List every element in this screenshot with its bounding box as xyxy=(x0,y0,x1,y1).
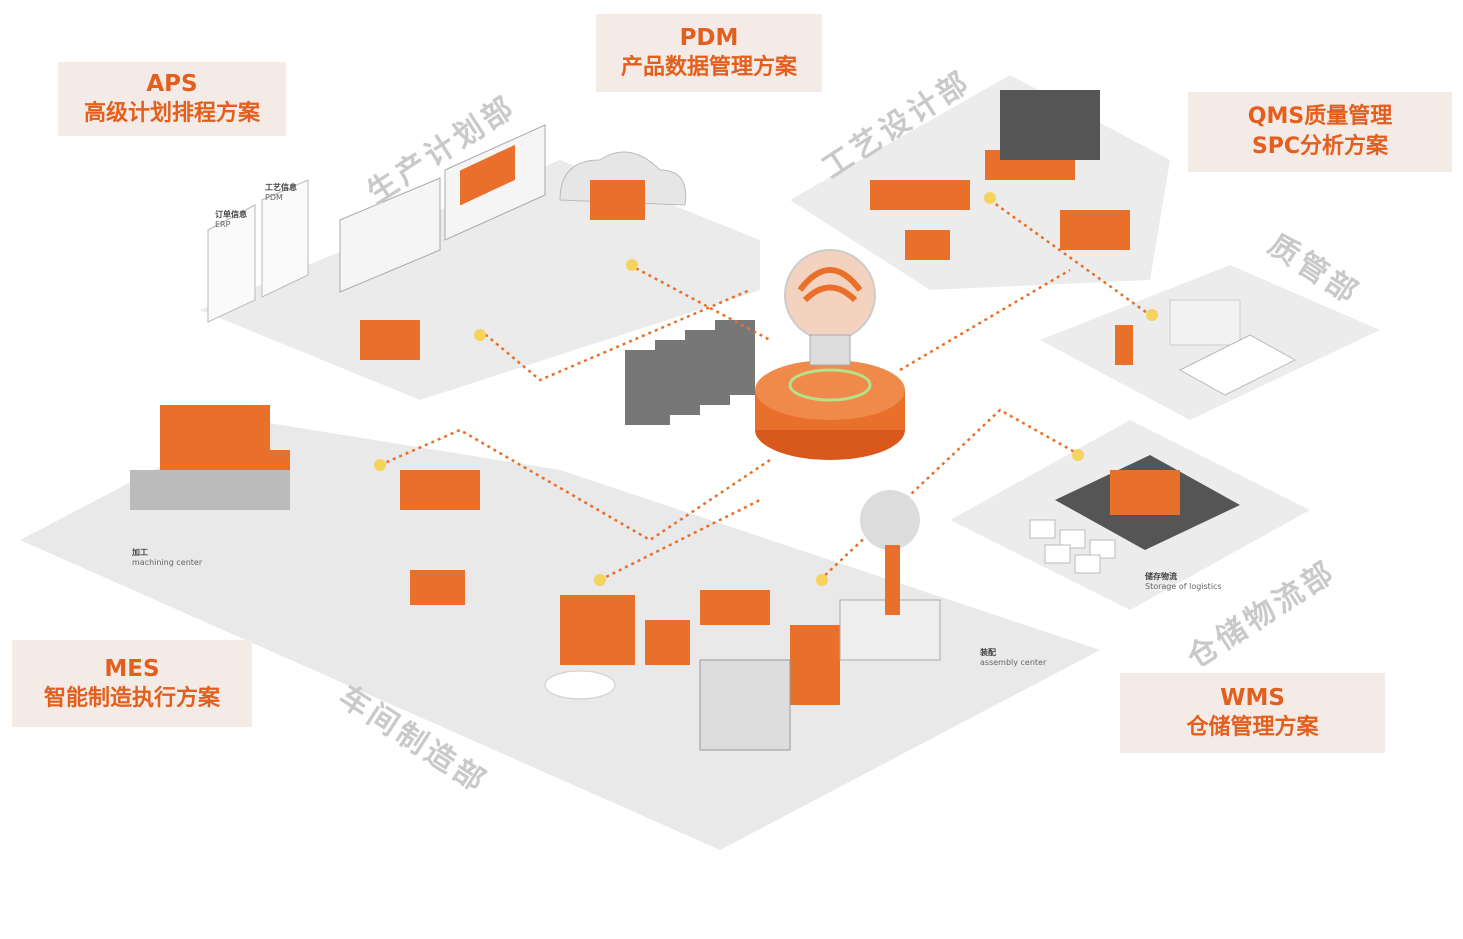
label-order-info-cn: 订单信息 xyxy=(215,210,247,219)
illustration-shape xyxy=(410,570,465,605)
label-storage-en: Storage of logistics xyxy=(1145,582,1222,591)
callout-qms-title: QMS质量管理 xyxy=(1247,104,1393,129)
server-racks-icon xyxy=(625,320,755,425)
illustration-shape xyxy=(715,320,755,395)
illustration-shape xyxy=(130,470,290,510)
illustration-shape xyxy=(699,659,791,751)
illustration-shape xyxy=(645,620,690,665)
illustration-shape xyxy=(1146,309,1158,321)
illustration-shape xyxy=(984,192,996,204)
illustration-shape xyxy=(594,574,606,586)
illustration-shape xyxy=(1115,325,1133,365)
design-workstations xyxy=(870,90,1130,260)
illustration-shape xyxy=(360,320,420,360)
illustration-shape xyxy=(700,590,770,625)
illustration-shape xyxy=(788,368,872,402)
illustration-shape xyxy=(1169,299,1241,346)
callout-pdm: PDM 产品数据管理方案 xyxy=(596,14,822,92)
production-line-machines xyxy=(130,405,941,751)
planning-boards xyxy=(207,124,687,360)
illustration-shape xyxy=(790,625,840,705)
label-process-info-cn: 工艺信息 xyxy=(265,183,297,192)
label-storage-cn: 储存物流 xyxy=(1145,572,1177,581)
illustration-shape xyxy=(1059,529,1086,549)
callout-wms-subtitle: 仓储管理方案 xyxy=(1186,715,1319,740)
data-connection-lines xyxy=(379,198,1151,582)
node-lights xyxy=(374,192,1158,586)
illustration-shape xyxy=(809,334,851,366)
callout-mes: MES 智能制造执行方案 xyxy=(12,640,252,727)
callout-aps: APS 高级计划排程方案 xyxy=(58,62,286,136)
illustration-shape xyxy=(379,428,771,542)
label-process-info-en: PDM xyxy=(265,193,283,202)
illustration-shape xyxy=(261,179,309,298)
callout-wms-title: WMS xyxy=(1220,685,1285,711)
illustration-shape xyxy=(1178,334,1297,396)
lightbulb-icon xyxy=(784,249,876,341)
illustration-shape xyxy=(1000,90,1100,160)
illustration-shape xyxy=(1029,519,1116,574)
callout-aps-subtitle: 高级计划排程方案 xyxy=(83,101,260,126)
illustration-shape xyxy=(1089,539,1116,559)
warehouse-equipment xyxy=(1029,455,1240,574)
illustration-shape xyxy=(479,263,771,382)
callout-aps-title: APS xyxy=(146,71,198,97)
label-order-info-en: ERP xyxy=(215,220,231,229)
callout-wms: WMS 仓储管理方案 xyxy=(1120,673,1385,753)
label-assembly-en: assembly center xyxy=(980,658,1047,667)
illustration-shape xyxy=(905,230,950,260)
callout-mes-subtitle: 智能制造执行方案 xyxy=(43,685,220,711)
illustration-shape xyxy=(885,545,900,615)
callout-qms-subtitle: SPC分析方案 xyxy=(1251,134,1389,159)
illustration-shape xyxy=(1029,519,1056,539)
quality-equipment xyxy=(1115,299,1297,396)
illustration-shape xyxy=(1110,470,1180,515)
illustration-shape xyxy=(860,490,920,550)
illustration-shape xyxy=(474,329,486,341)
callout-mes-title: MES xyxy=(104,655,160,682)
illustration-shape xyxy=(590,180,645,220)
illustration-shape xyxy=(899,198,1151,372)
illustration-shape xyxy=(797,267,863,303)
illustration-shape xyxy=(560,595,635,665)
illustration-shape xyxy=(1060,210,1130,250)
label-assembly-cn: 装配 xyxy=(980,648,996,657)
callout-qms: QMS质量管理 SPC分析方案 xyxy=(1188,92,1452,172)
illustration-shape xyxy=(374,459,386,471)
illustration-shape xyxy=(1074,554,1101,574)
illustration-shape xyxy=(1072,449,1084,461)
label-machining-cn: 加工 xyxy=(132,548,148,557)
illustration-shape xyxy=(870,180,970,210)
illustration-shape xyxy=(1044,544,1071,564)
illustration-shape xyxy=(339,177,441,293)
central-hub xyxy=(755,249,905,460)
illustration-shape xyxy=(460,144,515,206)
label-machining-en: machining center xyxy=(132,558,203,567)
illustration-shape xyxy=(599,408,1081,582)
callout-pdm-subtitle: 产品数据管理方案 xyxy=(620,55,797,80)
illustration-shape xyxy=(544,670,616,700)
illustration-shape xyxy=(755,360,905,420)
illustration-shape xyxy=(207,204,256,323)
illustration-shape xyxy=(400,470,480,510)
illustration-shape xyxy=(626,259,638,271)
callout-pdm-title: PDM xyxy=(679,25,739,51)
illustration-shape xyxy=(816,574,828,586)
